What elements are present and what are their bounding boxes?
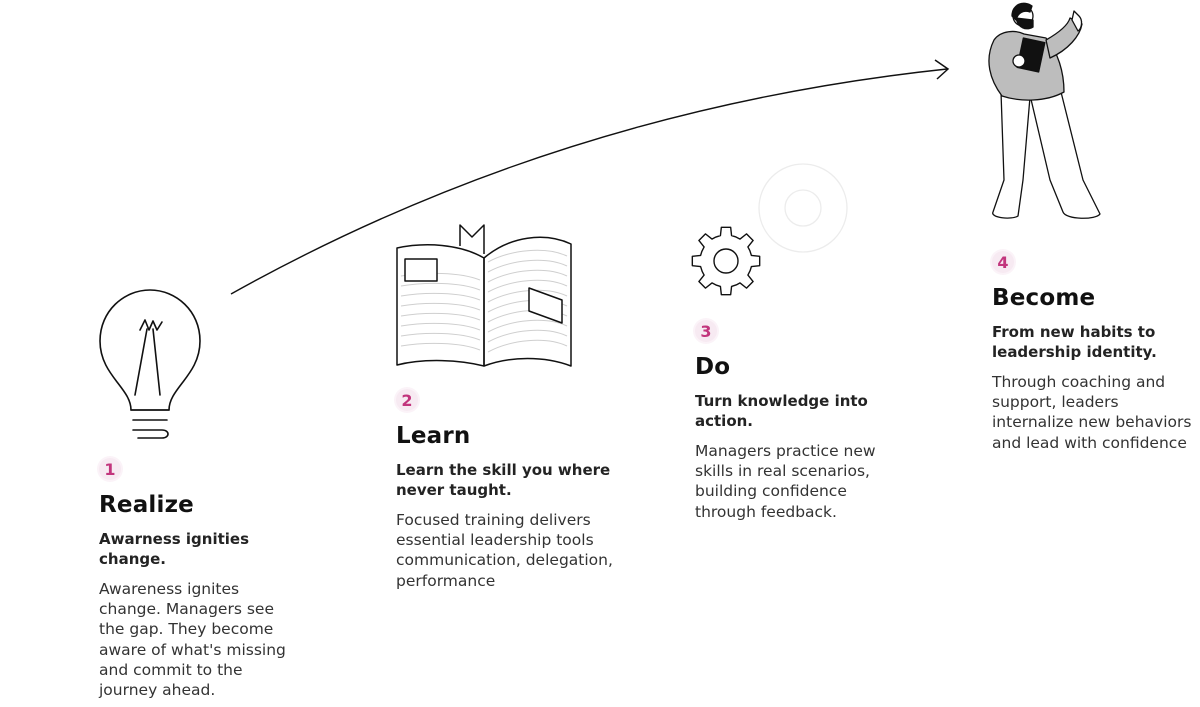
step-title: Realize: [99, 492, 194, 518]
step-title: Do: [695, 354, 731, 380]
step-become: 4 Become From new habits to leadership i…: [992, 251, 1198, 453]
step-learn: 2 Learn Learn the skill you where never …: [396, 389, 616, 591]
lightbulb-icon: [99, 289, 201, 439]
leader-person-icon: [988, 2, 1101, 219]
step-subtitle: Awarness ignities change.: [99, 530, 250, 568]
open-book-icon: [396, 224, 572, 367]
step-subtitle: Turn knowledge into action.: [695, 392, 868, 430]
step-description: Focused training delivers essential lead…: [396, 511, 613, 590]
gear-icon: [691, 163, 848, 296]
step-number-badge: 4: [992, 251, 1014, 273]
step-title: Learn: [396, 423, 471, 449]
step-number-badge: 2: [396, 389, 418, 411]
growth-arrow: [230, 59, 950, 295]
step-description: Managers practice new skills in real sce…: [695, 442, 876, 521]
step-number-badge: 3: [695, 320, 717, 342]
step-title: Become: [992, 285, 1096, 311]
step-description: Awareness ignites change. Managers see t…: [99, 580, 286, 700]
step-realize: 1 Realize Awarness ignities change. Awar…: [99, 458, 304, 700]
step-do: 3 Do Turn knowledge into action. Manager…: [695, 320, 905, 522]
step-number-badge: 1: [99, 458, 121, 480]
step-description: Through coaching and support, leaders in…: [992, 373, 1192, 452]
step-subtitle: From new habits to leadership identity.: [992, 323, 1157, 361]
step-subtitle: Learn the skill you where never taught.: [396, 461, 611, 499]
